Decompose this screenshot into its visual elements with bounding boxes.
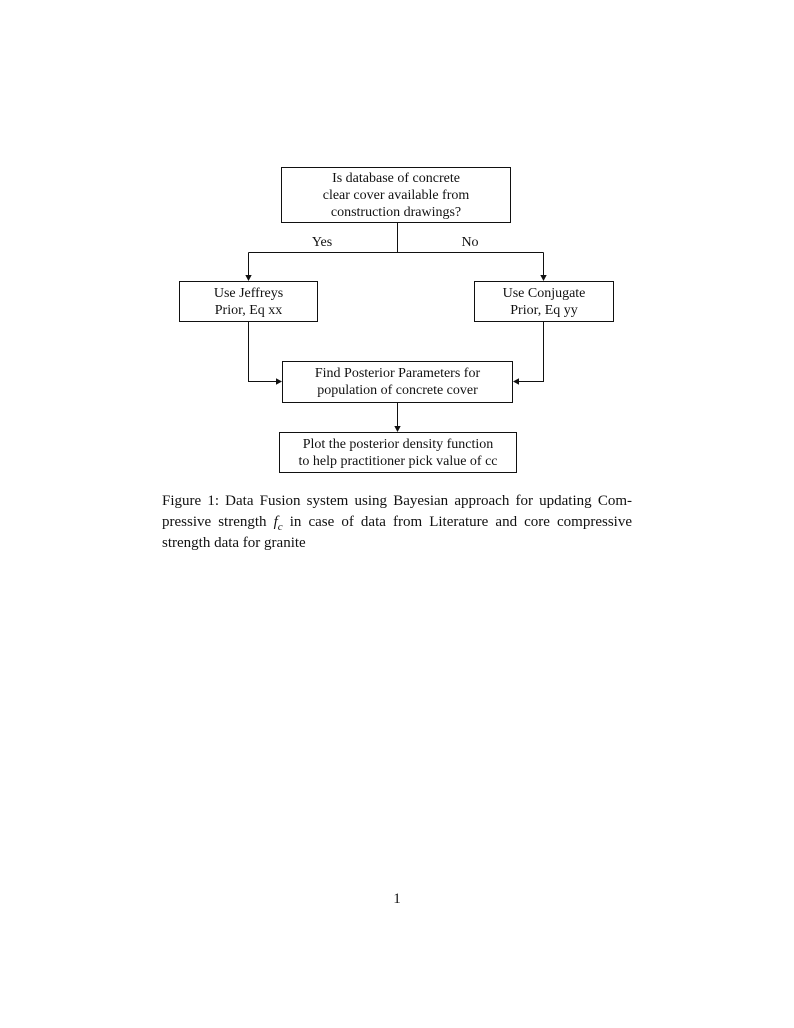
page-number: 1	[393, 891, 401, 907]
arrowhead-into-posterior-right	[513, 378, 519, 385]
conjugate-prior-box-line: Prior, Eq yy	[510, 302, 578, 318]
plot-density-box-line: to help practitioner pick value of cc	[298, 453, 498, 469]
branch-label-no: No	[459, 234, 481, 251]
conjugate-prior-box: Use Conjugate Prior, Eq yy	[474, 281, 614, 322]
connector-jeffreys-to-posterior	[248, 322, 276, 382]
figure-caption: Figure 1: Data Fusion system using Bayes…	[162, 491, 632, 554]
decision-box: Is database of concrete clear cover avai…	[281, 167, 511, 223]
decision-box-line: construction drawings?	[330, 204, 462, 220]
jeffreys-prior-box: Use Jeffreys Prior, Eq xx	[179, 281, 318, 322]
math-fc-subscript: c	[277, 521, 283, 533]
connector-conjugate-to-posterior	[519, 322, 544, 382]
jeffreys-prior-box-line: Use Jeffreys	[213, 285, 284, 301]
math-fc-variable: f	[273, 514, 278, 530]
caption-text-segment: pressive strength	[162, 514, 274, 530]
plot-density-box: Plot the posterior density function to h…	[279, 432, 517, 473]
figure-caption-line: pressive strength fc in case of data fro…	[162, 512, 632, 533]
plot-density-box-line: Plot the posterior density function	[302, 436, 494, 452]
figure-caption-line: Figure 1: Data Fusion system using Bayes…	[162, 493, 632, 509]
posterior-parameters-box-line: Find Posterior Parameters for	[314, 366, 481, 381]
caption-text-segment: in case of data from Literature and core…	[282, 514, 632, 530]
posterior-parameters-box: Find Posterior Parameters for population…	[282, 361, 513, 403]
jeffreys-prior-box-line: Prior, Eq xx	[214, 302, 283, 318]
decision-box-line: clear cover available from	[322, 187, 470, 203]
decision-box-line: Is database of concrete	[332, 170, 460, 186]
posterior-parameters-box-line: population of concrete cover	[317, 383, 478, 398]
conjugate-prior-box-line: Use Conjugate	[502, 285, 586, 301]
figure-caption-line: strength data for granite	[162, 535, 306, 551]
branch-label-yes: Yes	[309, 234, 335, 251]
